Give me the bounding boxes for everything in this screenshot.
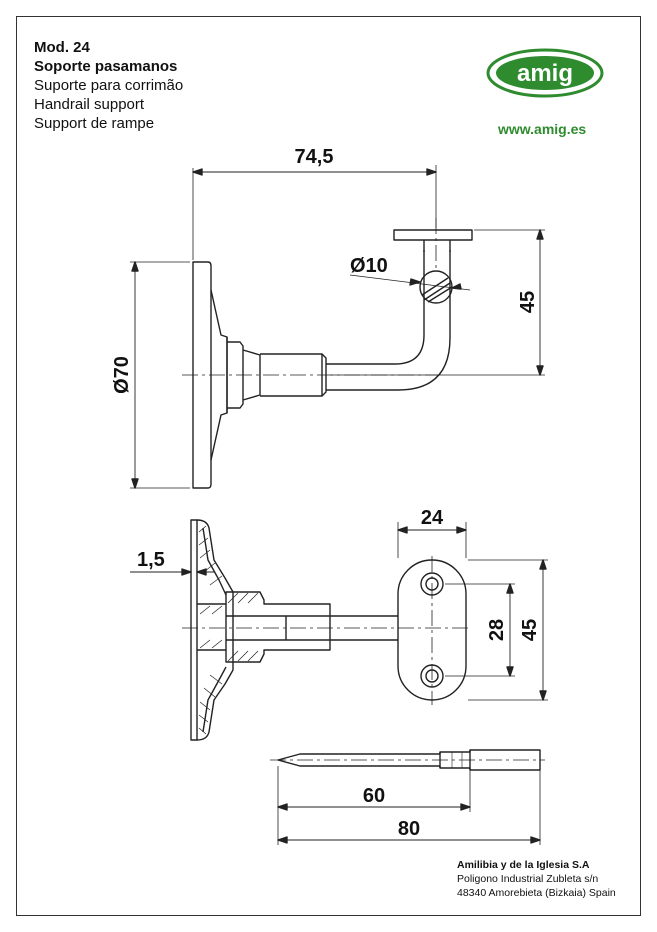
dim-74-5: 74,5 xyxy=(295,146,334,168)
company-address-line-1: Poligono Industrial Zubleta s/n xyxy=(457,873,599,885)
bore-section xyxy=(197,591,331,663)
model-number: Mod. 24 xyxy=(34,39,90,56)
company-address-line-2: 48340 Amorebieta (Bizkaia) Spain xyxy=(457,887,616,899)
bent-arm xyxy=(326,250,425,365)
dim-1-5: 1,5 xyxy=(137,549,165,571)
dim-80: 80 xyxy=(398,818,420,840)
base-plate-side xyxy=(192,261,212,489)
dim-60: 60 xyxy=(363,785,385,807)
title-spanish: Soporte pasamanos xyxy=(34,58,178,75)
drawing-frame xyxy=(16,16,641,916)
website-link[interactable]: www.amig.es xyxy=(498,121,587,137)
base-plate-section xyxy=(190,519,198,741)
company-block: Amilibia y de la Iglesia S.A Poligono In… xyxy=(457,858,616,900)
rosette-section xyxy=(196,519,234,741)
title-french: Support de rampe xyxy=(34,115,155,132)
dim-24: 24 xyxy=(421,507,444,529)
title-block: Mod. 24 Soporte pasamanos Suporte para c… xyxy=(34,38,183,133)
dim-28: 28 xyxy=(486,619,508,641)
dim-45-top: 45 xyxy=(517,291,539,313)
title-portuguese: Suporte para corrimão xyxy=(34,77,184,94)
company-name: Amilibia y de la Iglesia S.A xyxy=(457,859,590,871)
dim-phi70: Ø70 xyxy=(111,356,133,394)
saddle-plate xyxy=(393,229,473,241)
dim-phi10: Ø10 xyxy=(350,255,388,277)
title-english: Handrail support xyxy=(34,96,145,113)
logo-text: amig xyxy=(517,60,573,87)
dim-45-bottom: 45 xyxy=(519,619,541,641)
amig-logo: amig xyxy=(486,48,604,98)
